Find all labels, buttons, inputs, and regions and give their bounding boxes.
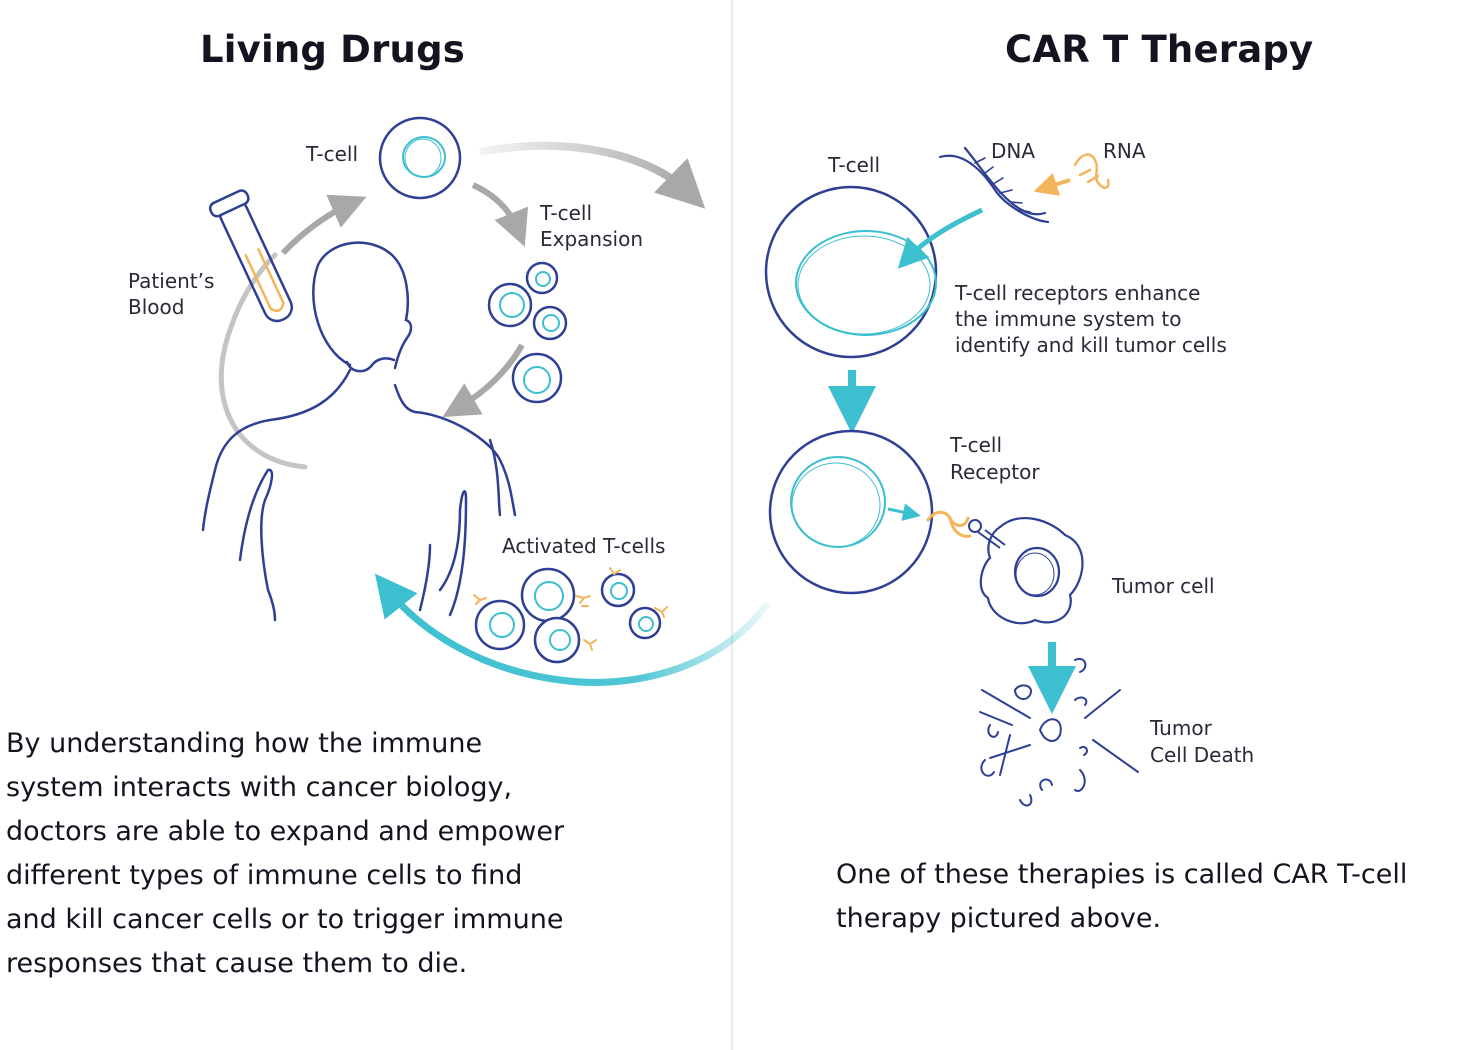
arrow-to-receptor xyxy=(887,503,921,521)
left-paragraph-line: and kill cancer cells or to trigger immu… xyxy=(6,904,564,935)
gray-loop-arc xyxy=(218,252,308,470)
label-receptors-1: T-cell receptors enhance xyxy=(955,281,1201,305)
label-expansion-1: T-cell xyxy=(540,201,593,225)
tumor-cell-death-icon xyxy=(979,657,1139,807)
right-paragraph-line: therapy pictured above. xyxy=(836,903,1162,934)
arrow-tcell-to-expansion xyxy=(471,182,529,247)
activated-tcells-icon xyxy=(473,567,668,664)
label-blood-2: Blood xyxy=(128,295,185,319)
left-paragraph-line: By understanding how the immune xyxy=(6,728,483,759)
arrow-dna-to-tcell xyxy=(897,207,984,269)
right-paragraph-line: One of these therapies is called CAR T-c… xyxy=(836,859,1408,890)
left-paragraph-line: doctors are able to expand and empower xyxy=(6,816,565,847)
tcell-modified-icon xyxy=(768,429,934,595)
label-death-1: Tumor xyxy=(1150,716,1212,740)
patient-silhouette-icon xyxy=(201,241,517,622)
label-tcell-right: T-cell xyxy=(828,153,881,177)
label-receptors-3: identify and kill tumor cells xyxy=(955,333,1227,357)
left-paragraph-line: responses that cause them to die. xyxy=(6,948,468,979)
dna-helix-icon xyxy=(938,146,1050,224)
label-tumor-cell: Tumor cell xyxy=(1112,574,1215,598)
right-panel-title: CAR T Therapy xyxy=(1005,28,1314,71)
label-receptors-2: the immune system to xyxy=(955,307,1182,331)
label-blood-1: Patient’s xyxy=(128,269,215,293)
label-tcell-left: T-cell xyxy=(306,142,359,166)
left-paragraph: By understanding how the immune system i… xyxy=(6,722,606,986)
label-expansion-2: Expansion xyxy=(540,227,643,251)
left-paragraph-line: system interacts with cancer biology, xyxy=(6,772,513,803)
car-receptor-icon xyxy=(926,510,972,538)
blood-test-tube-icon xyxy=(208,189,294,323)
arrow-return-teal xyxy=(374,573,771,686)
antigen-icon xyxy=(968,519,1006,549)
label-death-2: Cell Death xyxy=(1150,743,1255,767)
label-receptor-2: Receptor xyxy=(950,460,1040,484)
panel-divider xyxy=(731,0,733,1050)
label-rna: RNA xyxy=(1103,139,1146,163)
left-panel-title: Living Drugs xyxy=(200,28,465,71)
label-dna: DNA xyxy=(991,139,1036,163)
right-paragraph: One of these therapies is called CAR T-c… xyxy=(836,853,1456,941)
arrow-expansion-to-patient xyxy=(442,343,525,418)
arrow-blood-to-tcell xyxy=(280,194,367,256)
tumor-cell-icon xyxy=(979,517,1084,625)
label-receptor-1: T-cell xyxy=(950,433,1003,457)
rna-strand-icon xyxy=(1073,153,1110,189)
left-paragraph-line: different types of immune cells to find xyxy=(6,860,523,891)
arrow-rna-to-dna xyxy=(1033,172,1071,196)
tcell-right-icon xyxy=(764,185,938,359)
expansion-cells-icon xyxy=(487,261,568,404)
label-activated-tcells: Activated T-cells xyxy=(502,534,666,558)
arrow-tcell-to-cart xyxy=(479,141,706,209)
tcell-left-icon xyxy=(378,116,462,200)
